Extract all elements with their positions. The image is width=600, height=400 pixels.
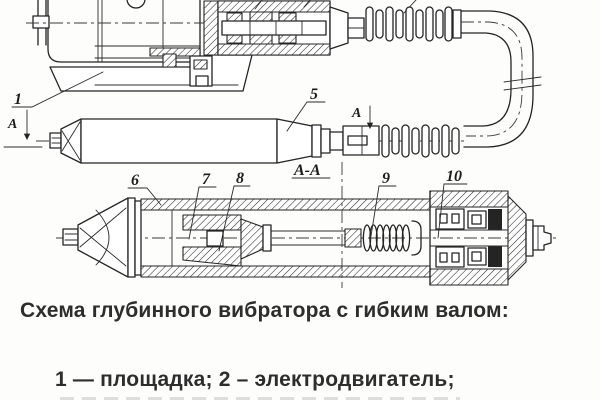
spring-shaft-core [362, 220, 422, 256]
flexible-shaft-bellows-mid [381, 124, 460, 158]
lifting-eye [126, 0, 146, 9]
flexible-shaft-hose-bend [460, 10, 542, 148]
vibrator-head-side-view [36, 118, 468, 164]
seal-block-lower [488, 246, 502, 267]
callout-5: 5 [286, 86, 326, 132]
callout-7-leader [188, 186, 217, 240]
eccentric-weight-lower [182, 246, 242, 267]
eccentric-weight-upper [182, 214, 242, 231]
callout-9-label: 9 [382, 170, 390, 187]
callout-9-leader [370, 185, 397, 237]
gear-coupling-section [203, 0, 417, 56]
spring-retainer [411, 220, 422, 256]
callout-1-label: 1 [14, 91, 22, 108]
casing-wall-top [140, 198, 431, 211]
vibrator-head-section-view [56, 162, 558, 288]
figure-caption-title: Схема глубинного вибратора с гибким вало… [20, 299, 509, 322]
tip-cone-section [77, 197, 129, 278]
motor-platform [49, 53, 253, 92]
bearing-unit [429, 190, 541, 286]
callout-8-leader [218, 185, 251, 252]
callout-10-leader [437, 183, 468, 239]
flexible-shaft-bellows-upper [365, 6, 462, 42]
callout-6-label: 6 [131, 172, 139, 189]
callout-1: 1 [11, 71, 104, 108]
callout-6-leader [127, 187, 162, 206]
section-view-label: А-А [291, 162, 331, 179]
vibrator-diagram: 1 [3, 0, 558, 288]
vibrator-body [80, 118, 278, 164]
section-a-left-label: А [7, 117, 17, 132]
callout-7-label: 7 [202, 171, 211, 188]
pipe-break-mark [503, 76, 542, 91]
section-marker-a-mid: А [351, 105, 374, 129]
callout-10: 10 [437, 168, 468, 239]
seal-block-upper [488, 209, 502, 230]
callout-8: 8 [218, 170, 251, 252]
tail-cone [240, 218, 264, 260]
callout-5-leader [286, 101, 326, 132]
callout-7: 7 [188, 171, 217, 240]
section-marker-a-left: А [3, 109, 43, 148]
section-a-mid-label: А [351, 106, 361, 121]
callout-5-label: 5 [310, 86, 318, 103]
figure-caption-legend: 1 — площадка; 2 – электродвигатель; [55, 368, 455, 391]
casing-wall-bottom [140, 265, 431, 278]
end-coupling [507, 195, 552, 281]
callout-9: 9 [370, 170, 397, 237]
section-aa-label: А-А [293, 162, 321, 179]
callout-10-label: 10 [446, 168, 462, 185]
callout-6: 6 [127, 172, 162, 206]
electric-motor [26, 0, 208, 63]
cropped-next-legend-line [60, 397, 460, 400]
callout-1-leader [11, 71, 104, 108]
callout-8-label: 8 [236, 170, 244, 187]
